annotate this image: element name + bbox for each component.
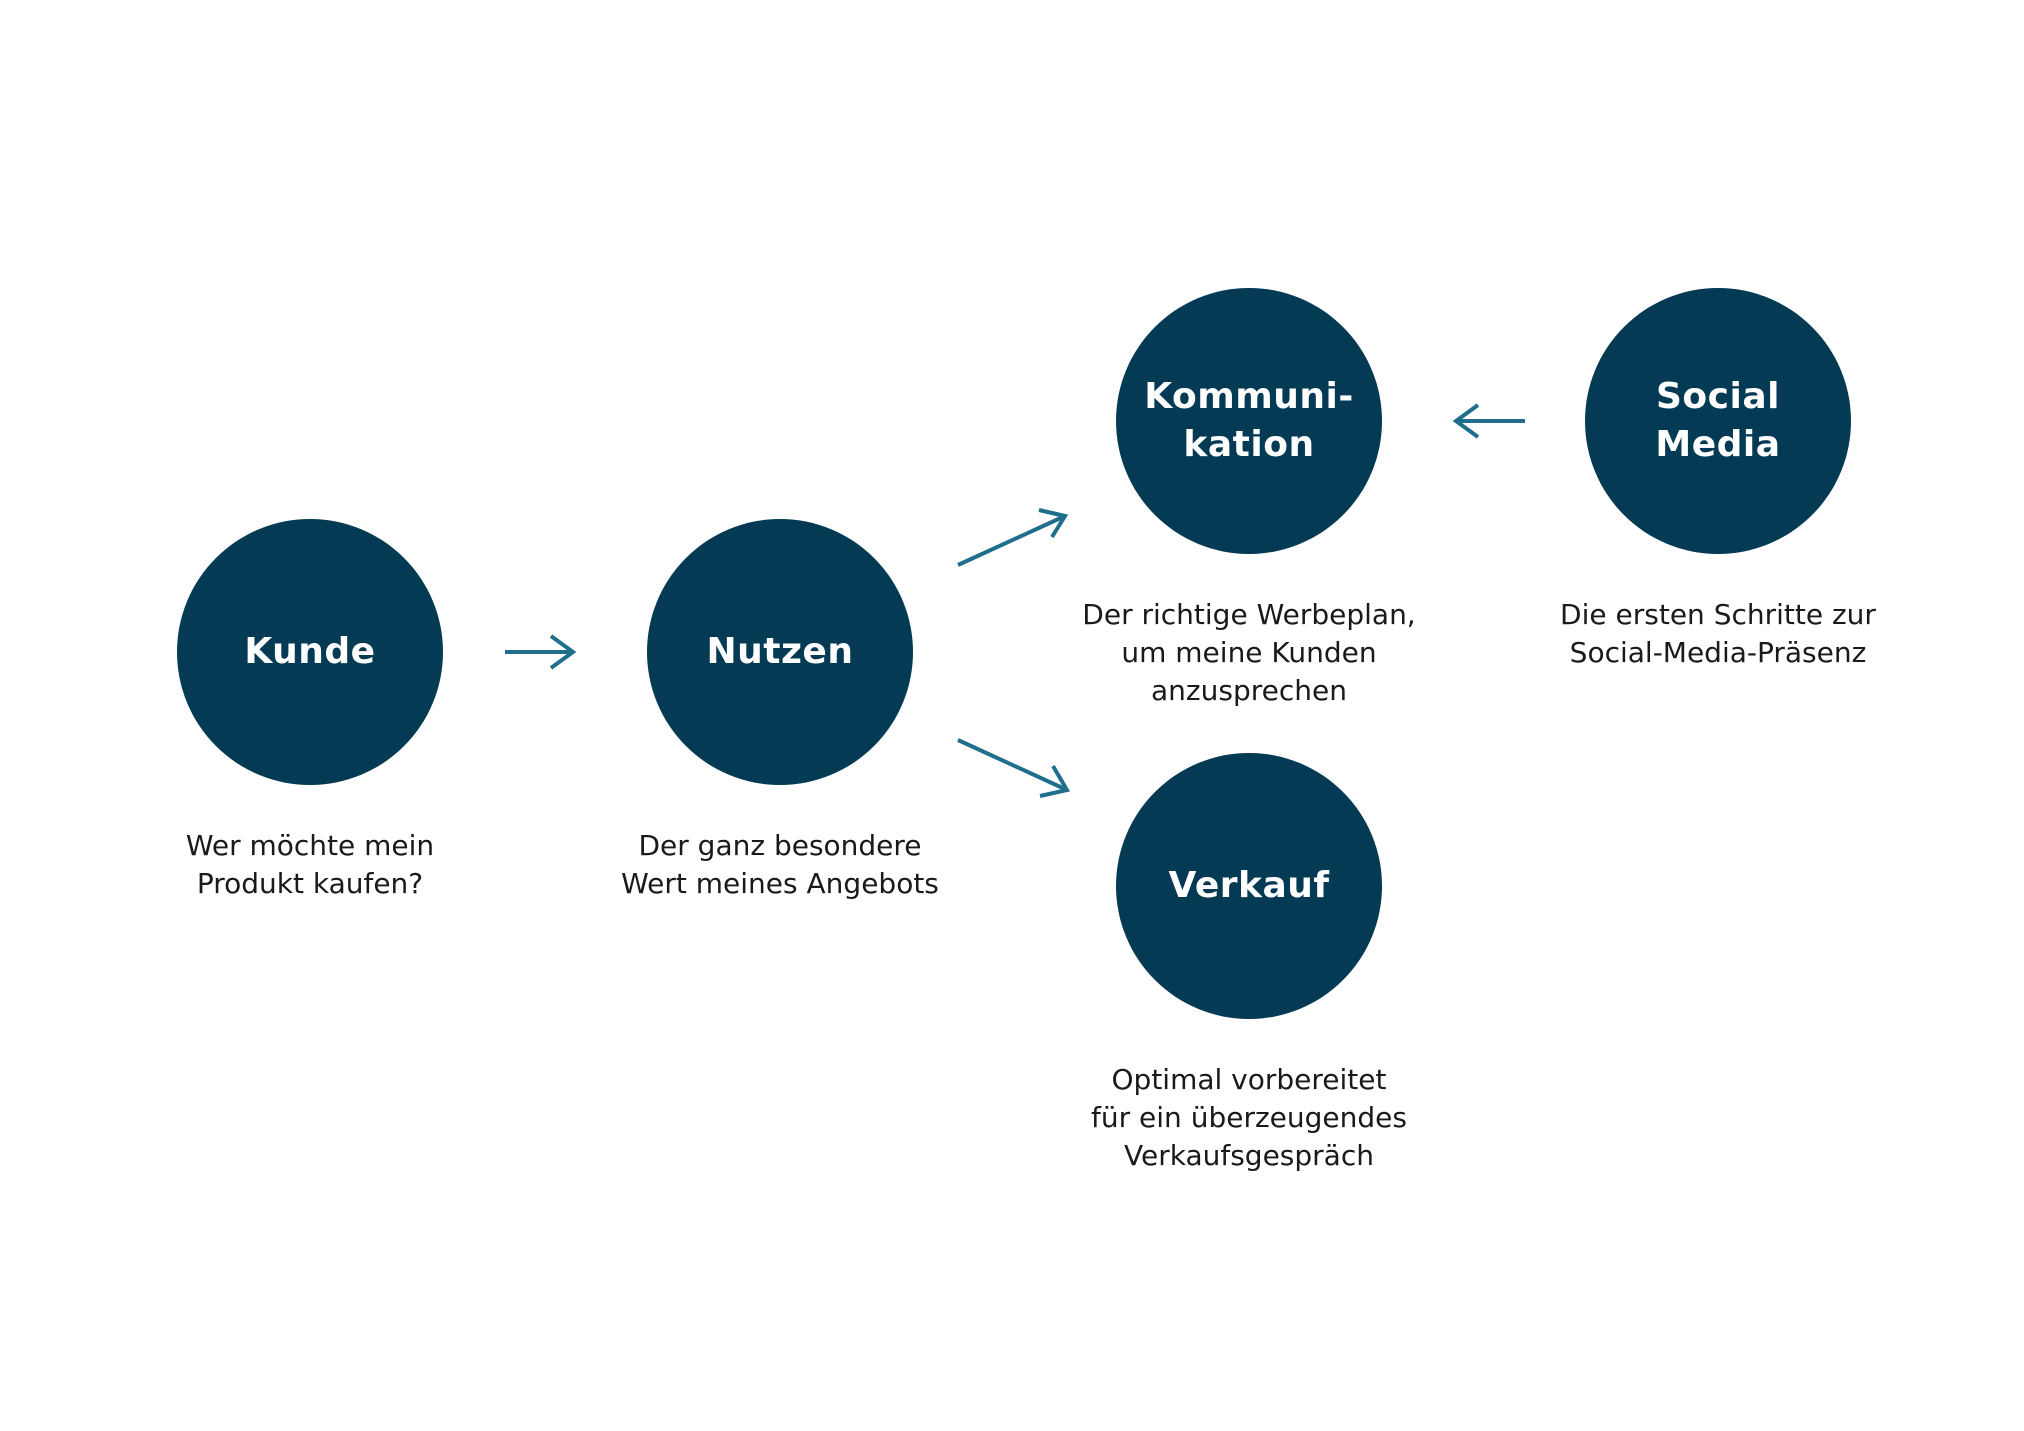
arrow-nutzen-to-kommunikation (957, 508, 1069, 567)
node-verkauf-title: Verkauf (1168, 865, 1330, 906)
node-social-media-title: Social Media (1655, 376, 1781, 465)
arrow-kunde-to-nutzen (505, 634, 577, 670)
caption-verkauf: Optimal vorbereitet für ein überzeugende… (1091, 1063, 1407, 1172)
caption-social-media: Die ersten Schritte zur Social-Media-Prä… (1560, 598, 1876, 669)
caption-nutzen: Der ganz besondere Wert meines Angebots (621, 829, 939, 900)
node-kommunikation-title: Kommuni- kation (1144, 376, 1354, 465)
node-verkauf: Verkauf (1116, 753, 1382, 1019)
node-nutzen-title: Nutzen (706, 631, 854, 672)
caption-kommunikation: Der richtige Werbeplan, um meine Kunden … (1082, 598, 1416, 707)
node-nutzen: Nutzen (647, 519, 913, 785)
node-kunde: Kunde (177, 519, 443, 785)
node-kommunikation: Kommuni- kation (1116, 288, 1382, 554)
node-social-media: Social Media (1585, 288, 1851, 554)
caption-kunde: Wer möchte mein Produkt kaufen? (185, 829, 435, 900)
node-kunde-title: Kunde (244, 631, 376, 672)
arrow-nutzen-to-verkauf (957, 738, 1071, 798)
arrow-social-media-to-kommunikation (1452, 403, 1525, 439)
